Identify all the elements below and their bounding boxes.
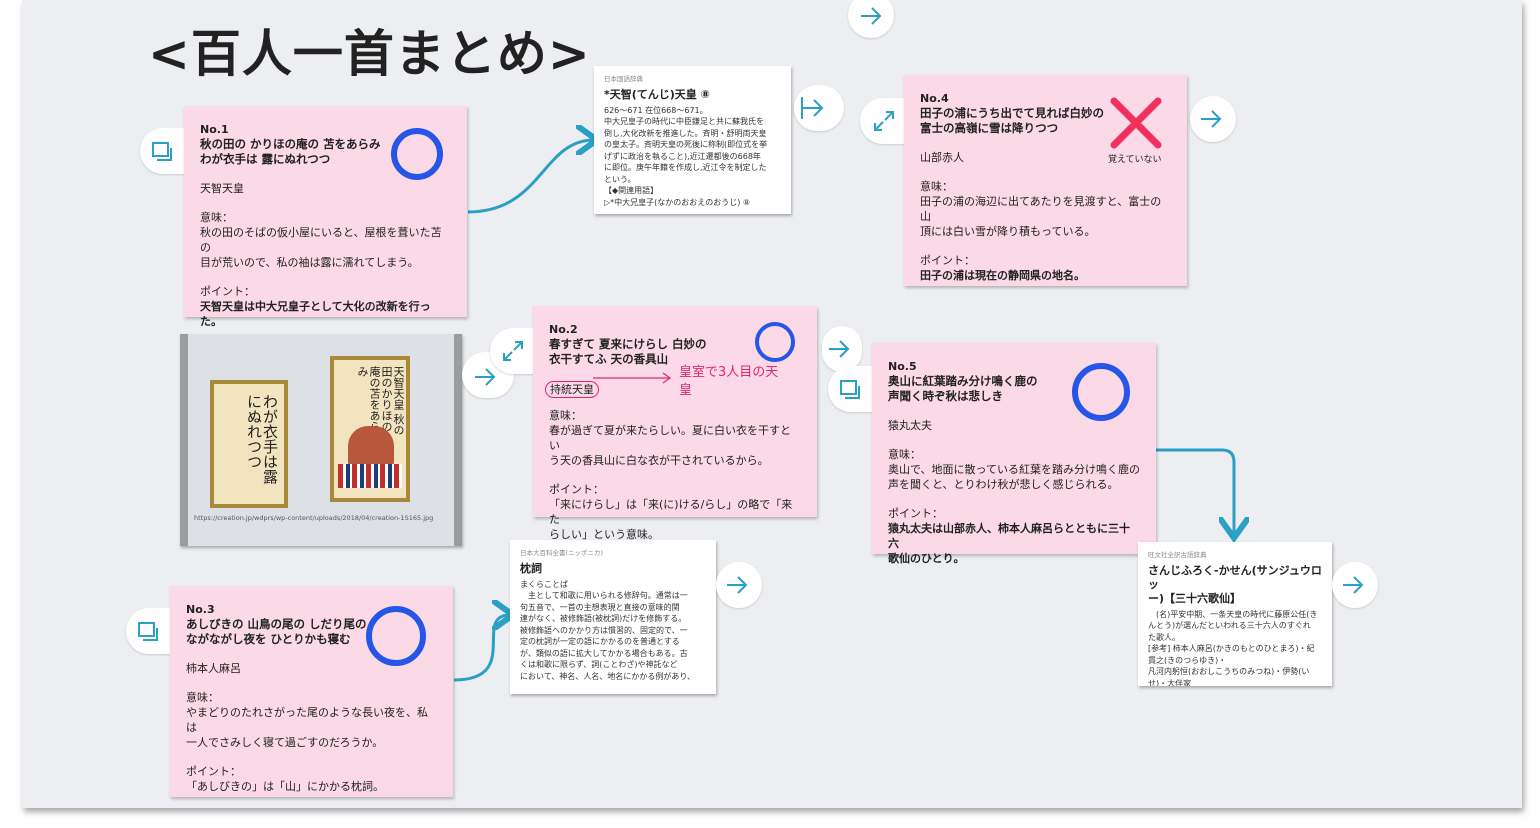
correct-circle-mark [366, 606, 426, 666]
expand-icon[interactable] [872, 109, 896, 133]
poem-text: 春すぎて 夏来にけらし 白妙の 衣干すてふ 天の香具山 [549, 337, 707, 366]
author: 天智天皇 [200, 182, 244, 195]
entry-heading: *天智(てんじ)天皇 ⑧ [604, 87, 710, 101]
card-number: No.5 [888, 360, 917, 373]
correct-circle-mark [1072, 363, 1130, 421]
sticky-card-no5[interactable]: No.5 奥山に紅葉踏み分け鳴く鹿の 声聞く時ぞ秋は悲しき 猿丸太夫 意味： 奥… [872, 343, 1156, 565]
sticky-card-no3[interactable]: No.3 あしびきの 山鳥の尾の しだり尾の ながながし夜を ひとりかも寝む 柿… [170, 586, 453, 797]
arrow-right-icon[interactable] [800, 95, 826, 121]
entry-heading: 枕詞 [520, 561, 542, 575]
source-label: 日本国語辞典 [604, 75, 643, 83]
source-label: 日本大百科全書(ニッポニカ) [520, 549, 604, 557]
handwritten-note: 覚えていない [1108, 155, 1162, 165]
poem-text: 秋の田の かりほの庵の 苫をあらみ わが衣手は 露にぬれつつ [200, 137, 381, 166]
entry-heading: さんじふろく-かせん(サンジュウロッ ー)【三十六歌仙】 [1148, 563, 1322, 605]
point-label: ポイント： [920, 254, 975, 267]
arrow-right-icon[interactable] [472, 364, 498, 390]
arrow-right-icon[interactable] [1198, 106, 1224, 132]
connector-c3-to-w2 [453, 615, 510, 682]
karuta-card-yomifuda: 天智天皇 秋の田のかりほの庵の苫をあらみ [330, 356, 410, 502]
author: 持統天皇 [545, 381, 599, 398]
point-label: ポイント： [200, 285, 255, 298]
point-label: ポイント： [186, 765, 241, 778]
copy-icon[interactable] [150, 140, 174, 164]
copy-icon[interactable] [838, 378, 862, 402]
dictionary-card-makurakotoba[interactable]: 日本大百科全書(ニッポニカ) 枕詞 まくらことば 主として和歌に用いられる修辞句… [510, 540, 716, 694]
card-number: No.2 [549, 323, 578, 336]
karuta-card-text: わが衣手は露にぬれつつ [245, 394, 278, 484]
meaning-text: 秋の田のそばの仮小屋にいると、屋根を葺いた苫の 目が荒いので、私の袖は露に濡れて… [200, 226, 442, 269]
meaning-text: 田子の浦の海辺に出てあたりを見渡すと、富士の山 頂には白い雪が降り積もっている。 [920, 195, 1162, 238]
expand-icon[interactable] [501, 339, 525, 363]
meaning-label: 意味： [920, 180, 953, 193]
arrow-right-icon[interactable] [724, 572, 750, 598]
point-text: 猿丸太夫は山部赤人、柿本人麻呂らとともに三十六 歌仙のひとり。 [888, 522, 1130, 565]
karuta-card-torifuda: わが衣手は露にぬれつつ [210, 380, 288, 508]
meaning-text: やまどりのたれさがった尾のような長い夜を、私は 一人でさみしく寝て過ごすのだろう… [186, 706, 428, 749]
card-number: No.4 [920, 92, 949, 105]
correct-circle-mark [391, 128, 443, 180]
card-number: No.3 [186, 603, 215, 616]
meaning-label: 意味： [186, 691, 219, 704]
meaning-label: 意味： [888, 448, 921, 461]
point-text: 「来にけらし」は「来(に)ける/らし」の略で「来た らしい」という意味。 [549, 498, 793, 541]
karuta-photo[interactable]: わが衣手は露にぬれつつ 天智天皇 秋の田のかりほの庵の苫をあらみ https:/… [180, 334, 462, 546]
poem-text: あしびきの 山鳥の尾の しだり尾の ながながし夜を ひとりかも寝む [186, 617, 367, 646]
poem-text: 奥山に紅葉踏み分け鳴く鹿の 声聞く時ぞ秋は悲しき [888, 374, 1038, 403]
handwritten-note: 皇室で3人目の天皇 [679, 365, 779, 398]
point-label: ポイント： [549, 483, 604, 496]
author: 猿丸太夫 [888, 419, 932, 432]
correct-circle-mark [755, 322, 795, 362]
source-label: 旺文社全訳古語辞典 [1148, 551, 1207, 559]
entry-body: まくらことば 主として和歌に用いられる修辞句。通常は一 句五音で、一首の主想表現… [520, 579, 696, 681]
sticky-card-no1[interactable]: No.1 秋の田の かりほの庵の 苫をあらみ わが衣手は 露にぬれつつ 天智天皇… [184, 106, 467, 328]
connectors-layer [453, 0, 1522, 682]
karuta-card-text: 天智天皇 秋の田のかりほの庵の苫をあらみ [356, 366, 404, 436]
arrow-right-icon[interactable] [826, 336, 852, 362]
entry-body: (名)平安中期、一条天皇の時代に藤原公任(き んとう)が選んだといわれる三十六人… [1148, 609, 1318, 687]
meaning-label: 意味： [549, 409, 582, 422]
sticky-card-no4[interactable]: No.4 田子の浦にうち出でて見れば白妙の 富士の高嶺に雪は降りつつ 山部赤人 … [904, 75, 1191, 290]
meaning-text: 奥山で、地面に散っている紅葉を踏み分け鳴く鹿の 声を聞くと、とりわけ秋が悲しく感… [888, 463, 1141, 491]
meaning-label: 意味： [200, 211, 233, 224]
incorrect-cross-mark [1110, 97, 1162, 149]
point-text: 天智天皇は中大兄皇子として大化の改新を行った。 [200, 300, 431, 328]
author: 山部赤人 [920, 151, 964, 164]
whiteboard-canvas[interactable]: <百人一首まとめ> No.1 秋の田の かりほの庵の 苫をあらみ わが衣手は 露… [22, 0, 1522, 808]
next-button-top[interactable] [848, 0, 894, 38]
handwritten-arrow [593, 372, 672, 384]
meaning-text: 春が過ぎて夏が来たらしい。夏に白い衣を干すとい う天の香具山に白な衣が干されてい… [549, 424, 791, 467]
image-source-caption: https://creation.jp/wdprs/wp-content/upl… [194, 514, 434, 522]
copy-icon[interactable] [136, 620, 160, 644]
point-text: 田子の浦は現在の静岡県の地名。 [920, 269, 1085, 282]
arrow-right-icon[interactable] [1340, 572, 1366, 598]
dictionary-card-sanjurokkasen[interactable]: 旺文社全訳古語辞典 さんじふろく-かせん(サンジュウロッ ー)【三十六歌仙】 (… [1138, 542, 1332, 686]
point-text: 「あしびきの」は「山」にかかる枕詞。 [186, 780, 384, 793]
connector-c5-to-w3 [1156, 448, 1234, 535]
author: 柿本人麻呂 [186, 662, 241, 675]
poem-text: 田子の浦にうち出でて見れば白妙の 富士の高嶺に雪は降りつつ [920, 106, 1104, 135]
sticky-card-no2[interactable]: No.2 春すぎて 夏来にけらし 白妙の 衣干すてふ 天の香具山 持統天皇 意味… [533, 306, 821, 541]
point-label: ポイント： [888, 507, 943, 520]
arrow-right-icon[interactable] [858, 3, 884, 29]
page-title: <百人一首まとめ> [148, 25, 591, 83]
dictionary-card-tenji[interactable]: 日本国語辞典 *天智(てんじ)天皇 ⑧ 626〜671 在位668〜671。 中… [594, 66, 791, 214]
card-number: No.1 [200, 123, 229, 136]
connector-c1-to-w1 [467, 140, 594, 214]
entry-body: 626〜671 在位668〜671。 中大兄皇子の時代に中臣鎌足と共に蘇我氏を … [604, 105, 768, 207]
